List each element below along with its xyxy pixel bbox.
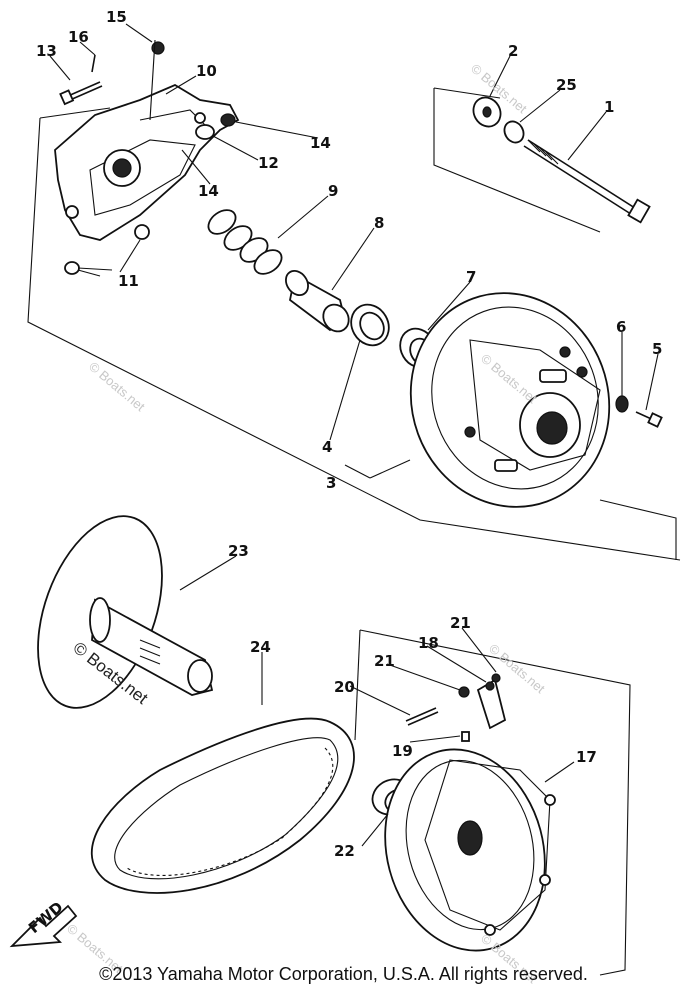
bolt-5-part: [635, 411, 663, 428]
part-label-7: 7: [466, 268, 476, 286]
pin-19-part: [461, 731, 470, 742]
part-number-labels: 15 16 13 10 14 12 14 9 8 7 2 25 1 6 5 11…: [36, 8, 662, 860]
part-label-15: 15: [106, 8, 127, 26]
part-label-10: 10: [196, 62, 217, 80]
bolt-11-part: [64, 224, 150, 275]
washer-2-part: [472, 96, 502, 128]
leader-lines: [49, 23, 659, 847]
sleeve-part: [285, 270, 350, 333]
fixed-sheave-part: [37, 515, 214, 709]
part-label-25: 25: [556, 76, 577, 94]
nut-15-part: [149, 39, 165, 121]
arm-18-part: [476, 678, 507, 730]
part-label-21-upper: 21: [450, 614, 471, 632]
part-label-24: 24: [250, 638, 271, 656]
part-label-14-upper: 14: [310, 134, 331, 152]
part-label-5: 5: [652, 340, 662, 358]
part-label-2: 2: [508, 42, 518, 60]
part-label-1: 1: [604, 98, 614, 116]
copyright-footer: ©2013 Yamaha Motor Corporation, U.S.A. A…: [99, 964, 588, 984]
part-label-6: 6: [616, 318, 626, 336]
spacer-12-part: [195, 113, 236, 140]
part-label-11: 11: [118, 272, 139, 290]
movable-sheave-part: [409, 292, 611, 508]
washer-25-part: [503, 120, 525, 144]
nut-21-part: [458, 673, 501, 698]
bolt-1-part: [523, 139, 651, 224]
washer-6-part: [615, 395, 629, 413]
pin-20-part: [405, 707, 439, 726]
spring-part: [207, 209, 283, 275]
fwd-arrow-icon: FWD: [9, 898, 78, 948]
part-label-20: 20: [334, 678, 355, 696]
part-label-14-lower: 14: [198, 182, 219, 200]
part-label-17: 17: [576, 748, 597, 766]
part-label-3: 3: [326, 474, 336, 492]
part-label-22: 22: [334, 842, 355, 860]
drive-belt-part: [91, 717, 355, 894]
part-label-9: 9: [328, 182, 338, 200]
bracket-plate-part: [54, 83, 240, 241]
part-label-21-lower: 21: [374, 652, 395, 670]
assembly-outline-upper: [27, 87, 681, 561]
part-label-4: 4: [322, 438, 332, 456]
pin-16-part: [91, 54, 96, 73]
bolt-13-part: [59, 81, 103, 106]
bushing-4-part: [350, 303, 390, 347]
secondary-sheave-part: [384, 748, 556, 952]
part-label-16: 16: [68, 28, 89, 46]
part-label-8: 8: [374, 214, 384, 232]
assembly-outline-lower: [354, 629, 631, 976]
part-label-13: 13: [36, 42, 57, 60]
part-label-23: 23: [228, 542, 249, 560]
part-label-12: 12: [258, 154, 279, 172]
part-label-18: 18: [418, 634, 439, 652]
part-label-19: 19: [392, 742, 413, 760]
